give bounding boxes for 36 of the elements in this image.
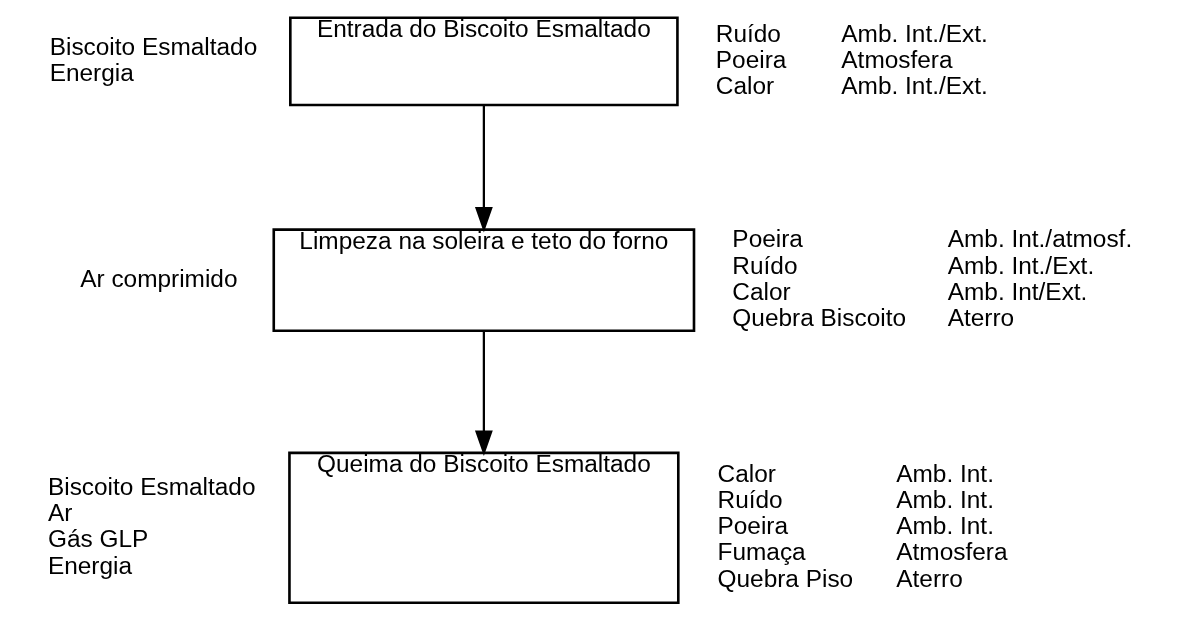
- node-label: Poeira: [715, 45, 787, 73]
- arrow: [474, 331, 493, 457]
- node-label: Amb. Int.: [896, 512, 994, 540]
- node-label: Poeira: [717, 512, 789, 540]
- node-label: Biscoito Esmaltado: [47, 473, 256, 501]
- node-label: Amb. Int/Ext.: [947, 277, 1088, 305]
- node-label: Amb. Int.: [896, 459, 994, 487]
- node-label: Calor: [717, 459, 776, 487]
- node-label: Ar comprimido: [80, 264, 238, 292]
- node-label: Calor: [715, 72, 775, 99]
- node-label: Atmosfera: [841, 45, 953, 73]
- node-label: Ruído: [715, 19, 781, 47]
- node-label: Biscoito Esmaltado: [49, 32, 258, 60]
- node-box: Queima do Biscoito Esmaltado: [288, 451, 680, 605]
- node-box: Entrada do Biscoito Esmaltado: [289, 16, 679, 107]
- node-label: Amb. Int./Ext.: [841, 19, 988, 47]
- node-label: Calor: [732, 277, 791, 305]
- node-label: Amb. Int./Ext.: [841, 72, 988, 99]
- arrow: [474, 105, 493, 233]
- node-label: Energia: [49, 58, 134, 86]
- node-label: Poeira: [732, 225, 803, 253]
- node-box: Limpeza na soleira e teto do forno: [272, 228, 696, 333]
- node-label: Energia: [47, 551, 133, 579]
- node-label: Gás GLP: [47, 525, 149, 553]
- node-label: Quebra Biscoito: [732, 303, 907, 331]
- node-label: Fumaça: [717, 538, 806, 566]
- node-label: Atmosfera: [896, 538, 1008, 566]
- node-label: Aterro: [947, 303, 1015, 331]
- node-label: Ar: [47, 499, 73, 527]
- node-label: Amb. Int./Ext.: [947, 251, 1095, 279]
- node-label: Amb. Int./atmosf.: [947, 225, 1133, 253]
- node-label: Aterro: [896, 564, 963, 592]
- node-label: Ruído: [732, 251, 798, 279]
- node-label: Quebra Piso: [717, 564, 854, 592]
- node-label: Amb. Int.: [896, 486, 994, 514]
- node-label: Ruído: [717, 486, 783, 514]
